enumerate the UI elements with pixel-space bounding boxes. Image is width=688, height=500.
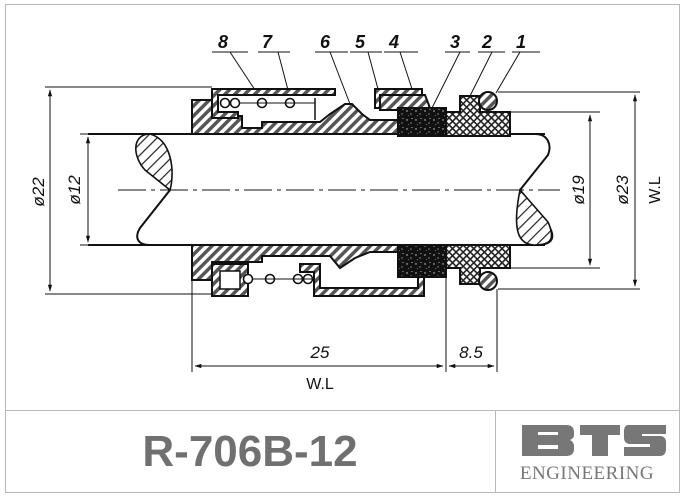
dim-shaft-diameter-12: ø12 — [65, 175, 84, 205]
drawing-frame — [5, 4, 680, 493]
part-number: R-706B-12 — [142, 427, 358, 476]
lower-seal-section — [191, 244, 511, 297]
extension-lines — [45, 86, 640, 372]
upper-seal-section — [191, 88, 511, 137]
callout-4: 4 — [388, 32, 399, 52]
callout-5: 5 — [355, 32, 366, 52]
callout-1: 1 — [516, 32, 526, 52]
callout-7: 7 — [262, 32, 273, 52]
bts-logo-icon — [522, 425, 666, 456]
dim-outer-diameter-22: ø22 — [29, 177, 48, 207]
dim-working-length-bottom: W.L — [306, 376, 334, 393]
callout-3: 3 — [450, 32, 460, 52]
dimension-lines — [47, 89, 638, 369]
seal-cross-section-drawing: 8 7 6 5 4 3 2 1 ø22 ø12 ø19 ø23 W.L 25 8… — [29, 32, 664, 393]
callout-6: 6 — [320, 32, 331, 52]
dim-length-8-5: 8.5 — [459, 343, 483, 362]
title-block: R-706B-12 ENGINEERING — [5, 410, 680, 493]
logo-subtitle: ENGINEERING — [519, 463, 655, 484]
dim-seat-outer-diameter-23: ø23 — [613, 175, 632, 205]
dim-working-length-side: W.L — [647, 176, 664, 204]
part-number-cell: R-706B-12 — [5, 411, 496, 493]
callout-numbers: 8 7 6 5 4 3 2 1 — [218, 32, 526, 52]
company-logo: ENGINEERING — [496, 411, 678, 493]
callout-8: 8 — [218, 32, 228, 52]
dim-length-25: 25 — [310, 343, 330, 362]
callout-leaders — [212, 51, 540, 109]
callout-2: 2 — [481, 32, 492, 52]
dim-seat-diameter-19: ø19 — [569, 175, 588, 205]
